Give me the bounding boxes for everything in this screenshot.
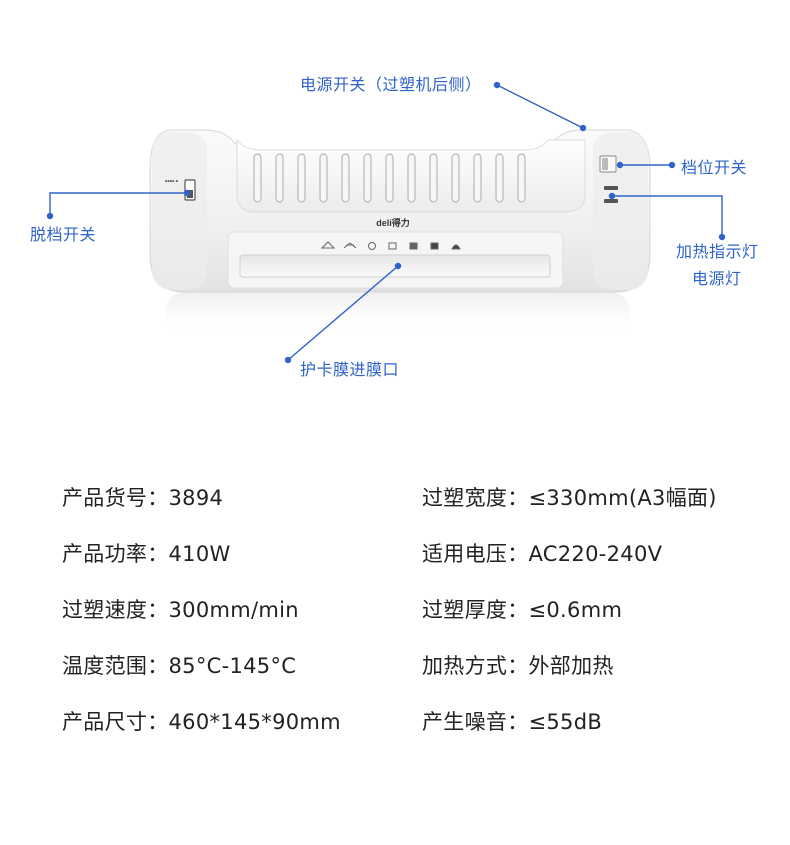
spec-item: 加热方式：外部加热 (422, 654, 614, 678)
spec-item: 产品尺寸：460*145*90mm (62, 710, 341, 734)
release-switch-mark: ▪▪▪▪ ▪ (165, 179, 179, 183)
callout-gear-switch: 档位开关 (681, 158, 748, 177)
spec-item: 温度范围：85°C-145°C (62, 654, 297, 678)
left-side-panel (152, 132, 207, 290)
power-indicator-light (604, 199, 618, 203)
spec-item: 产品货号：3894 (62, 486, 224, 510)
leader-dot-icon (668, 161, 676, 169)
leader-dot-icon (718, 233, 726, 241)
leader-lines (49, 84, 723, 361)
spec-item: 产生噪音：≤55dB (422, 710, 603, 734)
leader-dot-icon (579, 124, 587, 132)
gear-switch-knob (602, 158, 608, 170)
laminator-figure: deli得力 ▪▪▪▪ ▪ (46, 81, 726, 364)
leader-dot-icon (608, 192, 616, 200)
callout-power-light: 电源灯 (692, 269, 742, 288)
heat-indicator-light (604, 186, 618, 190)
vent-slots (253, 153, 526, 203)
spec-item: 适用电压：AC220-240V (422, 542, 663, 566)
leader-dot-icon (46, 212, 54, 220)
spec-item: 产品功率：410W (62, 542, 231, 566)
spec-item: 过塑厚度：≤0.6mm (422, 598, 623, 622)
machine-reflection (165, 292, 630, 338)
leader-dots (46, 81, 726, 364)
spec-item: 过塑速度：300mm/min (62, 598, 299, 622)
leader-dot-icon (616, 161, 624, 169)
film-thickness-icons (320, 241, 461, 250)
leader-dot-icon (183, 189, 191, 197)
callout-power-switch: 电源开关（过塑机后侧） (300, 75, 482, 94)
callout-film-inlet: 护卡膜进膜口 (300, 360, 400, 379)
spec-item: 过塑宽度：≤330mm(A3幅面) (422, 486, 717, 510)
brand-logo: deli得力 (376, 217, 410, 228)
leader-dot-icon (284, 356, 292, 364)
callout-heat-indicator: 加热指示灯 (676, 242, 759, 261)
callout-release-switch: 脱档开关 (30, 225, 97, 244)
leader-dot-icon (493, 81, 501, 89)
leader-dot-icon (394, 262, 402, 270)
